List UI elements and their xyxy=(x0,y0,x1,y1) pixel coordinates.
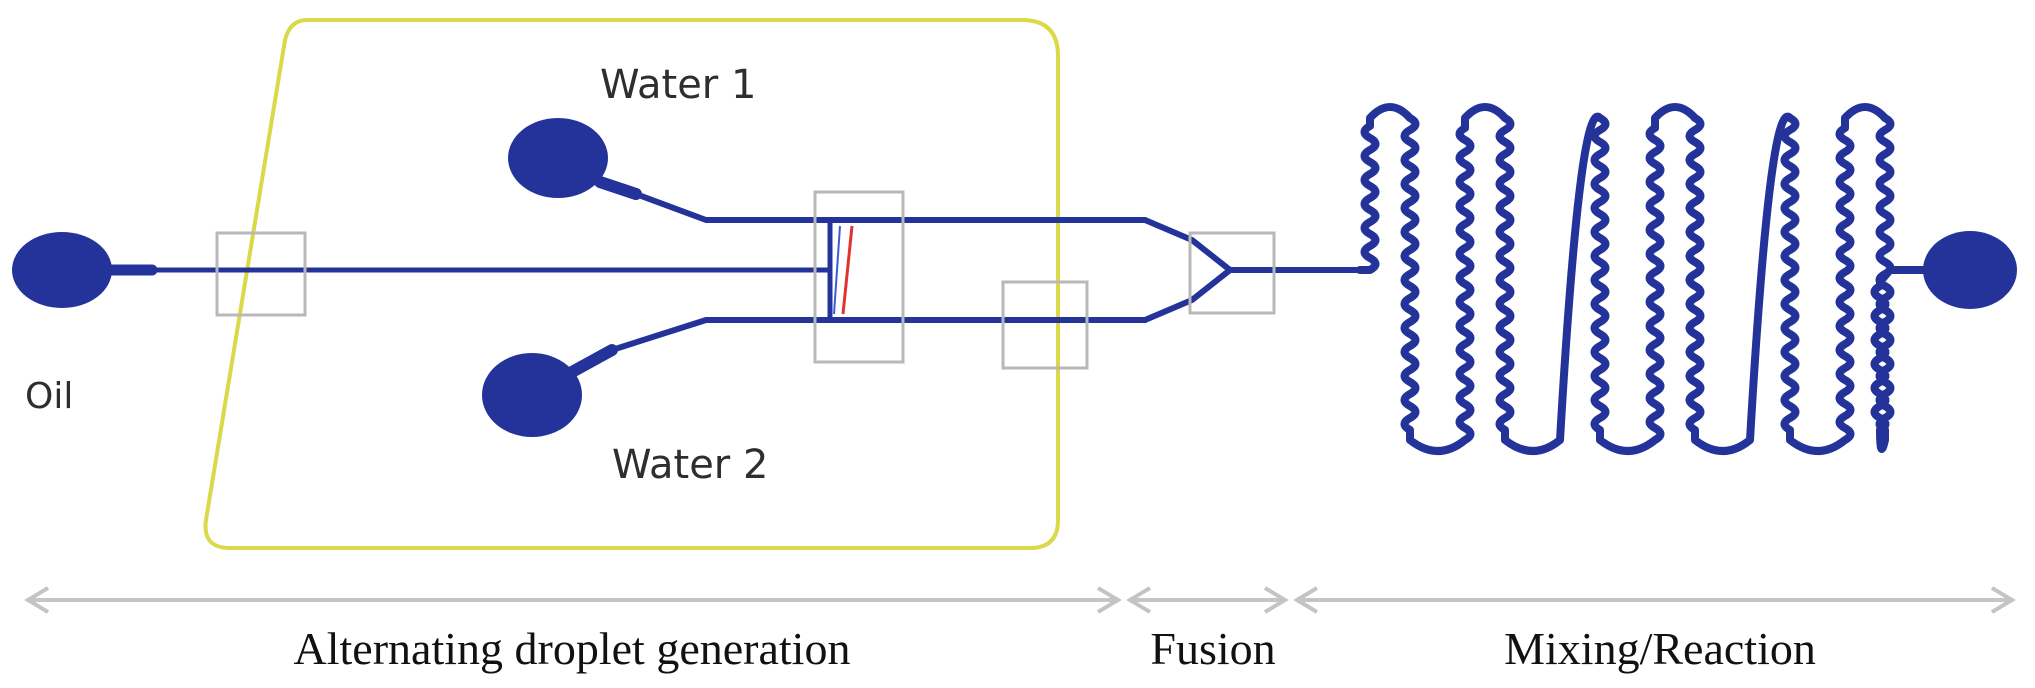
detection-box-generation xyxy=(813,190,905,364)
generation-span-arrow xyxy=(24,586,1122,614)
stage-label-mixing: Mixing/Reaction xyxy=(1504,623,1816,674)
water2-channel-neck xyxy=(566,344,618,378)
stage-label-fusion: Fusion xyxy=(1150,623,1275,674)
water2-inlet xyxy=(482,317,1148,437)
mixing-span-arrow xyxy=(1293,586,2016,614)
outlet-reservoir xyxy=(1923,231,2017,309)
water1-channel-neck xyxy=(594,176,642,200)
oil-reservoir xyxy=(12,232,112,308)
droplet-marker-red xyxy=(841,225,854,315)
mixing-serpentine-channel xyxy=(1356,103,1895,455)
detection-box-fusion xyxy=(1188,231,1276,315)
water1-reservoir xyxy=(508,118,608,198)
fusion-span-arrow xyxy=(1126,586,1289,614)
water2-reservoir xyxy=(482,353,582,437)
fusion-junction xyxy=(1142,217,1363,323)
water2-channel xyxy=(609,317,1148,353)
water2-label: Water 2 xyxy=(612,442,768,488)
water1-inlet xyxy=(508,118,1148,223)
generation-region-outline xyxy=(203,18,1060,550)
detection-box-channel xyxy=(1001,280,1089,370)
oil-label: Oil xyxy=(25,376,73,417)
water1-channel xyxy=(633,191,1148,223)
droplet-marker-blue xyxy=(833,225,841,315)
oil-inlet xyxy=(12,232,833,308)
water1-label: Water 1 xyxy=(600,62,756,108)
stage-label-generation: Alternating droplet generation xyxy=(294,623,851,674)
detection-box-oil xyxy=(215,231,307,317)
